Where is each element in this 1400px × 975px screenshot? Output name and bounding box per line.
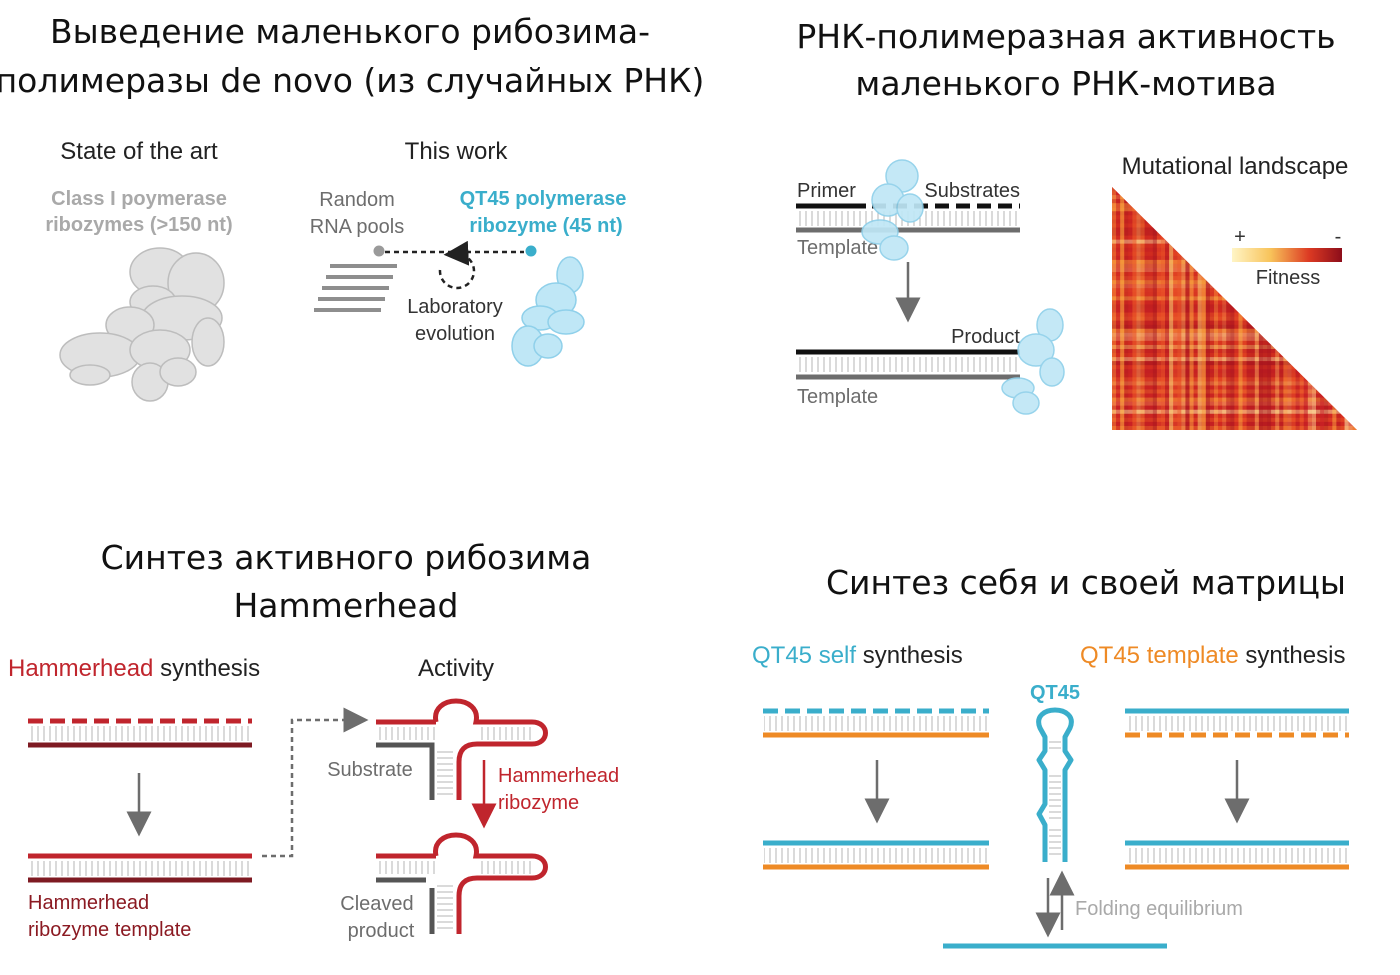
fitness-label: Fitness: [1256, 267, 1320, 289]
hammerhead-ribozyme-line2: ribozyme: [498, 792, 579, 814]
pool-dot: [373, 245, 385, 257]
qt45-label-line2: ribozyme (45 nt): [469, 215, 622, 237]
panel-title-line1: Выведение маленького рибозима-: [50, 12, 650, 51]
lab-evolution-line2: evolution: [415, 323, 495, 345]
qt45-hairpin-label: QT45: [1030, 682, 1080, 704]
landscape-title: Mutational landscape: [1122, 153, 1349, 180]
panel-title: Синтез себя и своей матрицы: [826, 563, 1346, 602]
cleaved-ribozyme-structure: [376, 832, 548, 934]
base-pair-ticks: [764, 848, 988, 863]
base-pair-ticks: [29, 861, 251, 876]
base-pair-ticks: [764, 716, 988, 731]
class1-label-line2: ribozymes (>150 nt): [45, 214, 232, 236]
random-pools-line1: Random: [319, 189, 395, 211]
substrate-label: Substrate: [327, 759, 413, 781]
cleaved-label-line2: product: [348, 920, 415, 942]
folding-equilibrium-label: Folding equilibrium: [1075, 898, 1243, 920]
fitness-colorbar: [1232, 248, 1342, 262]
mutational-heatmap: [1112, 187, 1357, 430]
hammerhead-synthesis-heading: Hammerhead synthesis: [8, 655, 260, 682]
hairpin-base-pair-ticks: [1049, 741, 1061, 855]
hammerhead-ribozyme-structure: [376, 698, 548, 800]
panel-hammerhead-synthesis: Синтез активного рибозима Hammerhead Ham…: [8, 538, 619, 942]
base-pair-ticks: [797, 357, 1019, 372]
panel-title-line1: РНК-полимеразная активность: [796, 17, 1335, 56]
lab-evolution-line1: Laboratory: [407, 296, 503, 318]
this-work-label: This work: [405, 138, 509, 165]
base-pair-ticks: [1126, 848, 1348, 863]
blue-ribozyme-structure-icon: [511, 256, 585, 367]
evolution-cycle-arrow-icon: [438, 240, 476, 290]
panel-title-line2: Hammerhead: [233, 586, 458, 625]
panel-title-line2: маленького РНК-мотива: [855, 64, 1276, 103]
panel-de-novo-evolution: Выведение маленького рибозима- полимераз…: [0, 12, 704, 402]
template-label-line2: ribozyme template: [28, 919, 191, 941]
self-synthesis-heading: QT45 self synthesis: [752, 642, 963, 669]
activity-heading: Activity: [418, 655, 494, 682]
gray-ribozyme-structure-icon: [59, 247, 225, 402]
template-synthesis-heading: QT45 template synthesis: [1080, 642, 1345, 669]
legend-minus: -: [1335, 226, 1342, 248]
random-rna-pool-lines: [314, 264, 397, 312]
random-pools-line2: RNA pools: [310, 216, 405, 238]
qt45-dot: [525, 245, 537, 257]
qt45-label-line1: QT45 polymerase: [460, 188, 627, 210]
blue-ribozyme-structure-icon: [1001, 308, 1065, 415]
base-pair-ticks: [1126, 716, 1348, 731]
cleaved-label-line1: Cleaved: [340, 893, 413, 915]
blue-ribozyme-structure-icon: [861, 159, 924, 261]
panel-self-synthesis: Синтез себя и своей матрицы QT45 self sy…: [752, 563, 1349, 949]
panel-title-line2: полимеразы de novo (из случайных РНК): [0, 61, 704, 100]
template-label-1: Template: [797, 237, 878, 259]
template-label-2: Template: [797, 386, 878, 408]
panel-title-line1: Синтез активного рибозима: [101, 538, 592, 577]
panel-polymerase-activity: РНК-полимеразная активность маленького Р…: [796, 17, 1357, 430]
state-of-art-label: State of the art: [60, 138, 218, 165]
transfer-arrow-icon: [262, 707, 369, 858]
primer-label: Primer: [797, 180, 856, 202]
hammerhead-ribozyme-line1: Hammerhead: [498, 765, 619, 787]
substrates-label: Substrates: [924, 180, 1020, 202]
template-label-line1: Hammerhead: [28, 892, 149, 914]
product-label: Product: [951, 326, 1020, 348]
legend-plus: +: [1234, 226, 1246, 248]
hairpin-icon: [1036, 707, 1074, 862]
base-pair-ticks: [29, 726, 251, 741]
class1-label-line1: Class I poymerase: [51, 188, 227, 210]
